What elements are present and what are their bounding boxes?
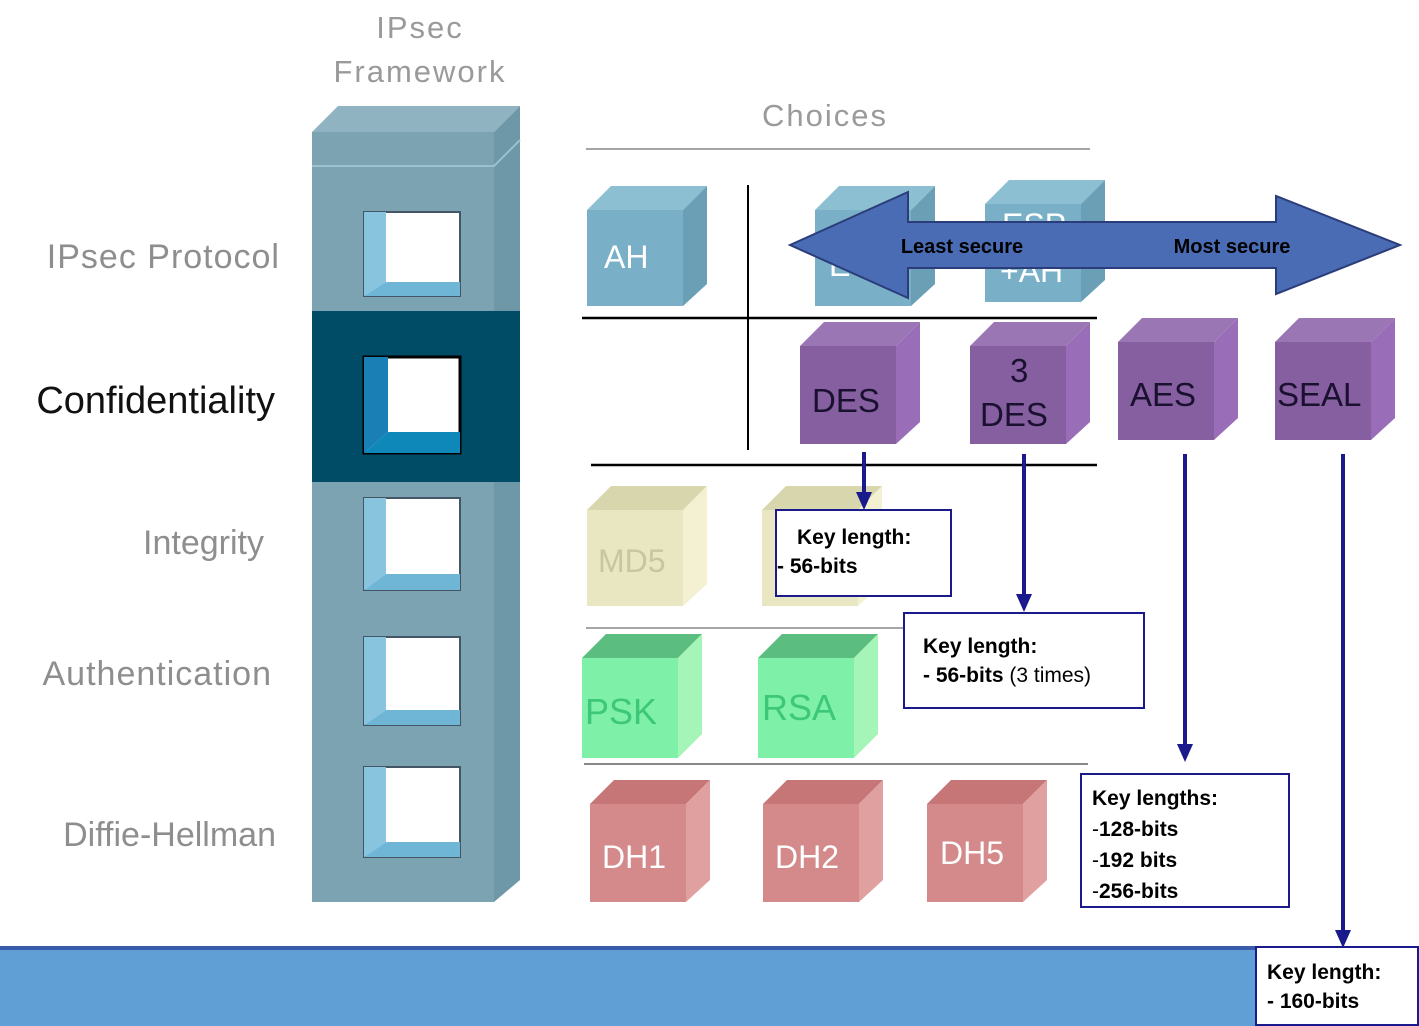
row-label-ipsec-protocol: IPsec Protocol xyxy=(46,238,280,276)
key-box-3des: Key length: - 56-bits (3 times) xyxy=(903,612,1145,709)
row-label-diffie-hellman: Diffie-Hellman xyxy=(63,816,276,854)
cube-label-seal: SEAL xyxy=(1277,376,1361,413)
cube-md5[interactable] xyxy=(587,486,707,606)
framework-title: IPsec Framework xyxy=(300,6,540,94)
security-arrow-left-label: Least secure xyxy=(901,236,1023,258)
cube-label-3des-line2: DES xyxy=(980,396,1048,433)
framework-title-line2: Framework xyxy=(333,54,507,89)
key-box-3des-line1: - 56-bits xyxy=(923,664,1004,687)
choices-title: Choices xyxy=(762,98,888,133)
cube-label-md5: MD5 xyxy=(598,543,666,579)
key-box-aes: Key lengths: -128-bits -192 bits -256-bi… xyxy=(1080,773,1290,908)
cube-label-dh5: DH5 xyxy=(940,835,1004,871)
cube-label-des: DES xyxy=(812,382,880,419)
row-label-integrity: Integrity xyxy=(143,524,264,562)
cube-aes[interactable] xyxy=(1118,318,1238,440)
key-box-aes-line3: 256-bits xyxy=(1099,880,1179,903)
cube-ah[interactable] xyxy=(587,186,707,306)
key-box-aes-dash1: - xyxy=(1092,818,1099,841)
key-connectors xyxy=(856,452,1351,948)
key-box-des: Key length: - 56-bits xyxy=(775,509,952,597)
slot-icon-diffie-hellman xyxy=(363,766,461,858)
row-label-authentication: Authentication xyxy=(42,655,272,693)
key-box-seal-line1: - 160-bits xyxy=(1267,990,1360,1013)
cube-psk[interactable] xyxy=(582,634,702,758)
cube-des[interactable] xyxy=(800,322,920,444)
framework-title-line1: IPsec xyxy=(376,10,464,45)
security-arrow: Least secure Most secure xyxy=(787,190,1403,300)
footer-band xyxy=(0,946,1419,1026)
cube-label-dh2: DH2 xyxy=(775,839,839,875)
cube-label-rsa: RSA xyxy=(762,687,836,728)
cube-3des[interactable] xyxy=(970,322,1090,444)
cube-rsa[interactable] xyxy=(758,634,878,758)
slot-icon-confidentiality xyxy=(362,355,462,455)
key-box-aes-line1: 128-bits xyxy=(1099,818,1179,841)
security-arrow-right-label: Most secure xyxy=(1174,236,1291,258)
cube-dh1[interactable] xyxy=(590,780,710,902)
key-box-aes-title: Key lengths: xyxy=(1092,787,1219,810)
cube-label-3des-line1: 3 xyxy=(1010,352,1028,389)
cube-label-dh1: DH1 xyxy=(602,839,666,875)
key-box-aes-dash2: - xyxy=(1092,849,1099,872)
key-box-des-title: Key length: xyxy=(797,526,912,549)
cube-seal[interactable] xyxy=(1275,318,1395,440)
cube-label-psk: PSK xyxy=(585,691,657,732)
cube-dh2[interactable] xyxy=(763,780,883,902)
cube-label-ah: AH xyxy=(604,239,648,275)
key-box-seal-title: Key length: xyxy=(1267,961,1382,984)
slot-icon-integrity xyxy=(363,497,461,591)
key-box-aes-line2: 192 bits xyxy=(1099,849,1178,872)
row-label-confidentiality: Confidentiality xyxy=(36,380,275,422)
slot-icon-protocol xyxy=(363,211,461,297)
slot-icon-authentication xyxy=(363,636,461,726)
key-box-3des-title: Key length: xyxy=(923,635,1038,658)
cube-label-aes: AES xyxy=(1130,376,1196,413)
cube-dh5[interactable] xyxy=(927,780,1047,902)
key-box-des-line1: - 56-bits xyxy=(777,555,858,578)
key-box-aes-dash3: - xyxy=(1092,880,1099,903)
key-box-3des-note: (3 times) xyxy=(1003,664,1092,687)
key-box-seal: Key length: - 160-bits xyxy=(1255,946,1419,1026)
